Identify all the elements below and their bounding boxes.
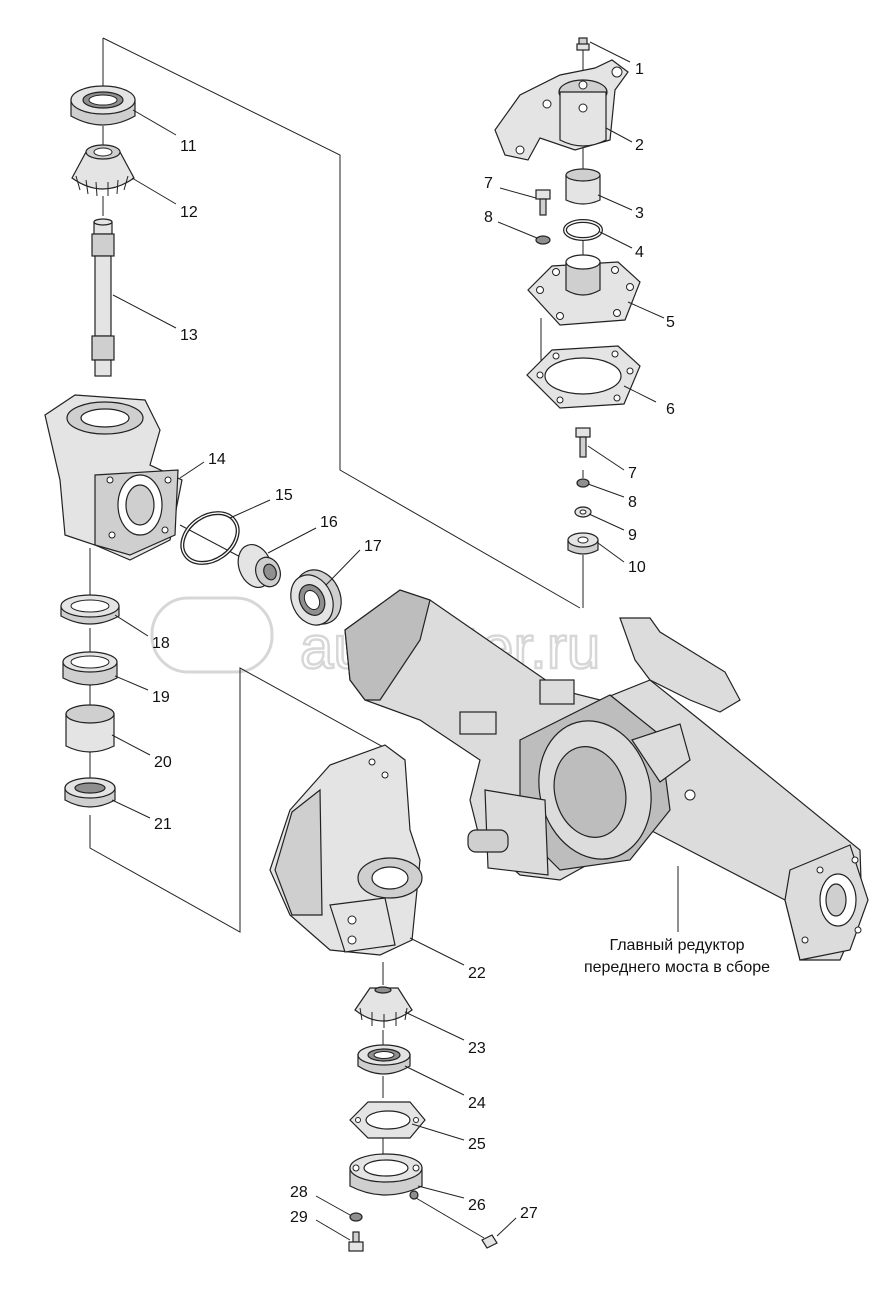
callout-5: 5 <box>666 314 675 331</box>
part-2-pivot-bracket <box>494 59 629 161</box>
part-6-gasket <box>526 345 641 409</box>
callout-7-lower: 7 <box>628 465 637 482</box>
part-5-flange-cover <box>527 254 641 326</box>
callout-12: 12 <box>180 204 198 221</box>
part-1-grease-fitting <box>576 37 590 51</box>
part-17-bearing <box>290 569 342 626</box>
part-12-bevel-gear <box>71 144 135 197</box>
callout-11: 11 <box>180 138 197 155</box>
part-11-bearing <box>70 85 136 126</box>
part-9-washer <box>574 506 592 518</box>
front-axle-main-gear-assembly <box>344 589 869 961</box>
callout-2: 2 <box>635 137 644 154</box>
callout-4: 4 <box>635 244 644 261</box>
callout-8-lower: 8 <box>628 494 637 511</box>
assembly-caption-line-2: переднего моста в сборе <box>584 959 770 976</box>
callout-13: 13 <box>180 327 198 344</box>
callout-8-upper: 8 <box>484 209 493 226</box>
callout-29: 29 <box>290 1209 308 1226</box>
callout-18: 18 <box>152 635 170 652</box>
callout-15: 15 <box>275 487 293 504</box>
callout-20: 20 <box>154 754 172 771</box>
part-8-washer-upper <box>535 235 551 245</box>
part-25-gasket <box>349 1101 426 1139</box>
part-14-knuckle-housing <box>44 394 183 561</box>
part-16-bevel-gear <box>237 544 281 588</box>
callout-numbers: 1 2 3 4 5 6 7 8 7 8 9 10 11 12 13 14 15 … <box>152 61 675 1226</box>
callout-14: 14 <box>208 451 226 468</box>
assembly-caption-line-1: Главный редуктор <box>609 937 744 954</box>
part-7-bolt-lower <box>575 427 591 458</box>
callout-17: 17 <box>364 538 382 555</box>
callout-27: 27 <box>520 1205 538 1222</box>
callout-1: 1 <box>635 61 644 78</box>
part-3-bushing <box>565 168 601 205</box>
part-10-nut <box>567 532 599 555</box>
part-7-bolt-upper <box>535 189 551 216</box>
callout-7-upper: 7 <box>484 175 493 192</box>
callout-6: 6 <box>666 401 675 418</box>
part-18-seal-ring <box>60 594 120 625</box>
callout-10: 10 <box>628 559 646 576</box>
callout-16: 16 <box>320 514 338 531</box>
callout-23: 23 <box>468 1040 486 1057</box>
callout-24: 24 <box>468 1095 486 1112</box>
callout-3: 3 <box>635 205 644 222</box>
part-22-lower-housing <box>269 744 423 956</box>
part-15-o-ring <box>180 511 240 565</box>
callout-25: 25 <box>468 1136 486 1153</box>
callout-22: 22 <box>468 965 486 982</box>
part-4-o-ring <box>563 219 603 241</box>
part-28-washer <box>349 1212 363 1222</box>
part-20-sleeve <box>65 704 115 753</box>
part-13-shaft <box>91 218 115 377</box>
assembly-caption: Главный редуктор переднего моста в сборе <box>584 937 770 976</box>
callout-28: 28 <box>290 1184 308 1201</box>
callout-26: 26 <box>468 1197 486 1214</box>
callout-19: 19 <box>152 689 170 706</box>
part-26-bottom-cover <box>349 1153 423 1200</box>
callout-9: 9 <box>628 527 637 544</box>
part-29-bolt <box>348 1231 364 1252</box>
part-27-plug <box>481 1234 498 1249</box>
callout-leaders <box>111 41 665 1241</box>
callout-21: 21 <box>154 816 172 833</box>
part-19-bearing-ring <box>62 651 118 686</box>
part-24-bearing <box>357 1044 411 1075</box>
part-23-pinion <box>354 986 413 1028</box>
part-8-washer-lower <box>576 478 590 488</box>
part-21-seal <box>64 777 116 808</box>
